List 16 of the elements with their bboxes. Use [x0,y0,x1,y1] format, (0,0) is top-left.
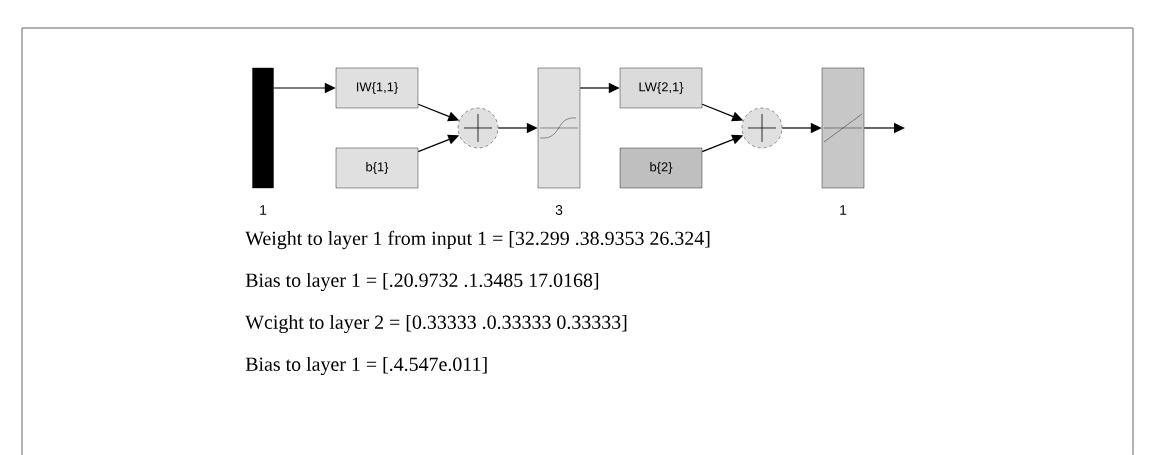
transfer-function-box [537,67,581,189]
weight-box: LW{2,1} [619,67,703,109]
weight-text: Bias to layer 1 = [.4.547e.011] [245,356,487,376]
weight-box: b{1} [335,147,419,189]
weight-text: Wcight to layer 2 = [0.33333 .0.33333 0.33333] [245,314,627,334]
weight-box: b{2} [619,147,703,189]
weight-text: Bias to layer 1 = [.20.9732 .1.3485 17.0168] [245,272,599,292]
transfer-function-box [821,67,865,189]
weight-text: Weight to layer 1 from input 1 = [32.299 .38.9353 26.324] [245,230,710,250]
summing-junction [457,107,499,149]
layer-size: 1 [840,205,847,215]
layer-size: 3 [555,205,563,215]
input-bar [252,67,274,189]
summing-junction [741,107,783,149]
layer-size: 1 [260,205,267,215]
weight-box: IW{1,1} [335,67,419,109]
